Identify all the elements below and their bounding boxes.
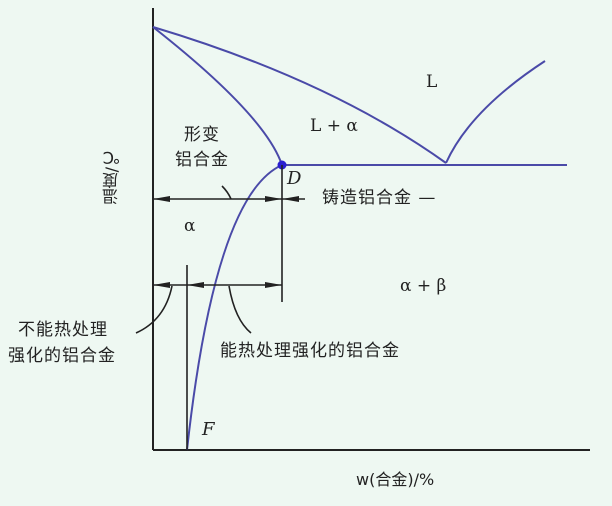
wrought-alloy-label-2: 铝合金 <box>175 150 229 170</box>
arrow-right-icon <box>265 282 282 288</box>
leader-non-heat-treatable <box>135 285 173 334</box>
non-heat-treatable-label-1: 不能热处理 <box>18 320 108 340</box>
cast-alloy-label: 铸造铝合金 — <box>322 188 437 208</box>
x-axis-label: w(合金)/% <box>356 470 435 489</box>
solvus-curve <box>186 164 283 451</box>
leader-heat-treatable <box>228 285 252 334</box>
non-heat-treatable-label-2: 强化的铝合金 <box>8 346 116 366</box>
arrow-right-icon <box>282 196 299 202</box>
wrought-alloy-label-1: 形变 <box>184 125 220 145</box>
y-axis-label: 温度/℃ <box>102 148 121 205</box>
region-liquid-label: L <box>426 72 438 92</box>
region-liquid-alpha-label: L + α <box>310 116 358 136</box>
heat-treatable-label: 能热处理强化的铝合金 <box>220 341 400 361</box>
arrow-left-icon <box>153 282 170 288</box>
arrow-right-icon <box>187 282 204 288</box>
liquidus-right <box>445 60 546 164</box>
arrow-right-icon <box>265 196 282 202</box>
solidus <box>152 26 283 166</box>
region-alpha-beta-label: α + β <box>400 276 447 296</box>
liquidus-left <box>152 26 447 164</box>
point-d-label: D <box>287 168 302 189</box>
arrow-left-icon <box>153 196 170 202</box>
point-f-label: F <box>202 419 215 440</box>
leader-wrought <box>221 185 232 200</box>
region-alpha-label: α <box>184 216 196 236</box>
